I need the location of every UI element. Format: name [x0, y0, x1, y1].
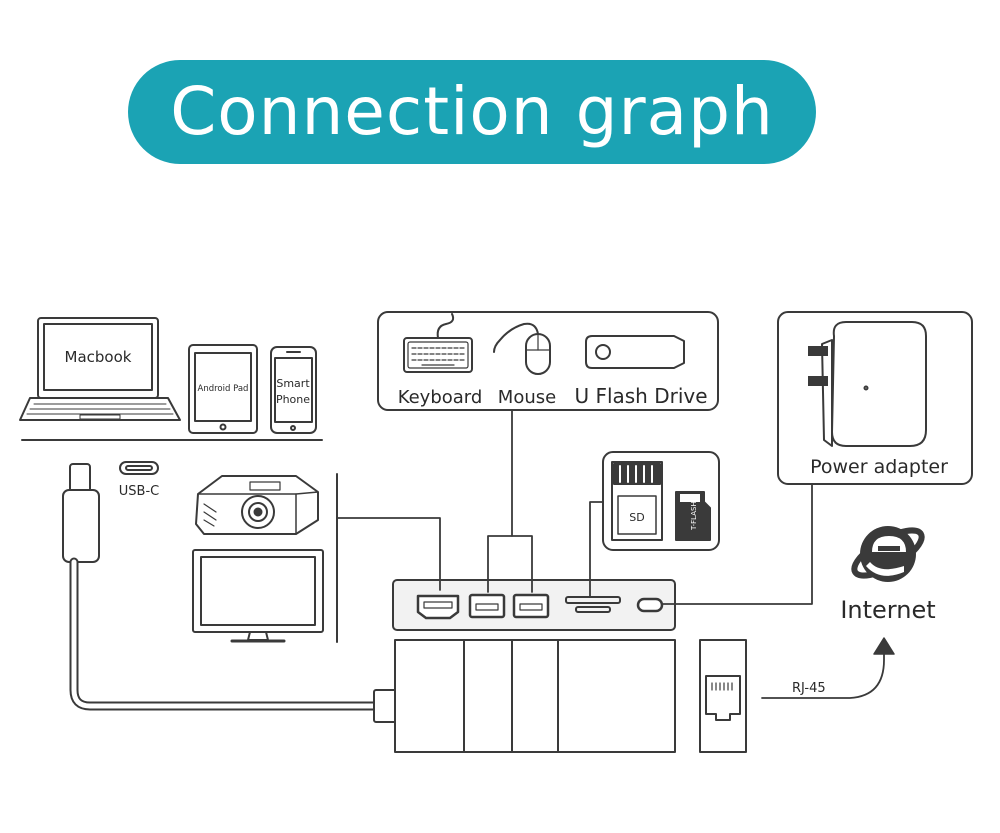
sd-card-label: SD — [629, 511, 644, 524]
tflash-card-label: T-FLASH — [690, 501, 698, 531]
smart-phone-label-line1: Smart — [276, 377, 310, 390]
sd-card-icon — [611, 461, 663, 541]
laptop-icon — [19, 317, 181, 421]
usb-c-port-icon — [119, 461, 159, 475]
macbook-label: Macbook — [65, 348, 132, 366]
projector-icon — [195, 475, 319, 535]
keyboard-label: Keyboard — [398, 387, 483, 408]
connection-lines — [336, 409, 885, 699]
android-pad-label: Android Pad — [198, 384, 249, 394]
internet-label: Internet — [840, 596, 935, 624]
usb-c-cable — [62, 463, 397, 723]
phone-icon — [270, 346, 317, 434]
tablet-icon — [188, 344, 258, 434]
hub-body — [394, 639, 676, 753]
internet-arrow-head — [873, 637, 895, 655]
page-title: Connection graph — [170, 73, 774, 150]
smart-phone-label-line2: Phone — [276, 393, 310, 406]
tflash-card-icon — [675, 491, 711, 541]
flash-drive-label: U Flash Drive — [574, 384, 707, 408]
internet-explorer-icon — [851, 526, 925, 582]
power-adapter-label: Power adapter — [810, 456, 948, 478]
keyboard-icon — [403, 313, 473, 373]
card-reader-slot — [565, 596, 621, 613]
usb-c-power-port — [636, 597, 664, 613]
power-adapter-icon — [808, 321, 927, 447]
mouse-icon — [493, 322, 551, 375]
rj45-label: RJ-45 — [792, 681, 826, 696]
usb-a-port-1 — [468, 593, 506, 619]
usb-a-port-2 — [512, 593, 550, 619]
hdmi-port — [416, 594, 460, 620]
monitor-icon — [192, 549, 324, 643]
mouse-label: Mouse — [498, 387, 556, 408]
flash-drive-icon — [585, 335, 685, 369]
title-banner: Connection graph — [128, 60, 816, 164]
usb-c-label: USB-C — [119, 484, 159, 499]
ethernet-port-icon — [705, 675, 741, 721]
